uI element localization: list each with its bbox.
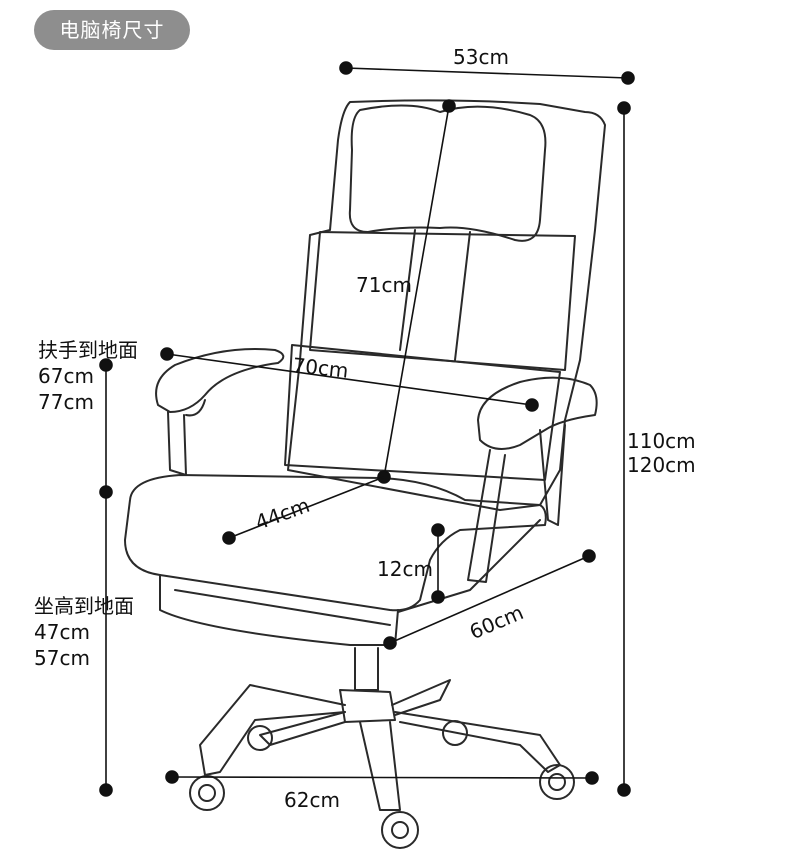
seat-to-floor-label: 坐高到地面 47cm 57cm bbox=[34, 593, 134, 671]
dim-armrest-span bbox=[160, 347, 539, 412]
armrest-to-floor-label: 扶手到地面 67cm 77cm bbox=[38, 337, 138, 415]
armrest-to-floor-max: 77cm bbox=[38, 390, 94, 414]
backrest-height-label: 71cm bbox=[356, 273, 412, 297]
total-height-max: 120cm bbox=[627, 453, 696, 477]
dim-cushion-thickness bbox=[431, 523, 445, 604]
headrest-pillow bbox=[348, 104, 547, 242]
star-base bbox=[339, 689, 396, 723]
gas-lift bbox=[354, 647, 379, 691]
dim-floor-heights bbox=[99, 358, 113, 797]
dim-total-height bbox=[617, 101, 631, 797]
left-armrest bbox=[155, 348, 285, 413]
seat-to-floor-min: 47cm bbox=[34, 620, 90, 644]
lumbar-cushion bbox=[309, 231, 576, 371]
total-height-label: 110cm 120cm bbox=[627, 429, 696, 477]
caster-wheels bbox=[189, 720, 575, 849]
dim-base-width bbox=[165, 770, 599, 785]
seat-to-floor-max: 57cm bbox=[34, 646, 90, 670]
seat-to-floor-title: 坐高到地面 bbox=[34, 594, 134, 618]
dim-seat-width bbox=[383, 549, 596, 650]
backrest-outline bbox=[287, 99, 606, 511]
armrest-to-floor-title: 扶手到地面 bbox=[38, 338, 138, 362]
footrest bbox=[397, 519, 541, 613]
dim-seat-depth bbox=[222, 476, 385, 545]
top-width-label: 53cm bbox=[453, 45, 509, 69]
right-armrest bbox=[477, 376, 598, 450]
seat-cushion bbox=[124, 474, 547, 612]
total-height-min: 110cm bbox=[627, 429, 696, 453]
armrest-to-floor-min: 67cm bbox=[38, 364, 94, 388]
cushion-thickness-label: 12cm bbox=[377, 557, 433, 581]
dim-top-width bbox=[339, 61, 635, 85]
base-width-label: 62cm bbox=[284, 788, 340, 812]
page-title: 电脑椅尺寸 bbox=[34, 10, 190, 50]
